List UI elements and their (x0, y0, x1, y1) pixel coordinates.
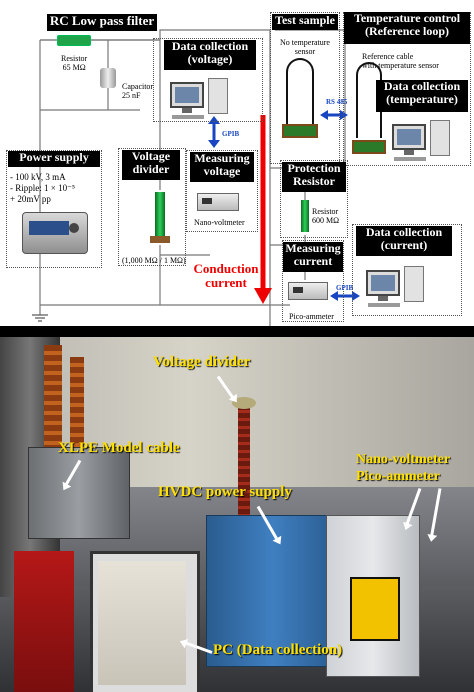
test-cable-icon (286, 58, 314, 134)
pico-ammeter-icon (288, 282, 328, 300)
voltage-divider-base-icon (150, 236, 170, 243)
warning-sign (350, 577, 400, 641)
temperature-control-title: Temperature control (Reference loop) (344, 12, 470, 44)
conduction-current-label: Conduction current (193, 261, 259, 290)
pico-ammeter-label: Pico-ammeter (289, 312, 334, 321)
pc-screen (98, 561, 186, 685)
photo-label-pico: Pico-ammeter (356, 469, 440, 484)
rc-resistor-icon (57, 35, 91, 46)
reference-sample-icon (352, 140, 386, 154)
protection-resistor-box (280, 160, 348, 238)
insulator-pole-1 (44, 345, 62, 455)
power-supply-box (6, 150, 102, 268)
voltage-divider-rod-icon (155, 192, 165, 236)
data-collection-current-box (352, 224, 462, 316)
measuring-current-title: Measuring current (283, 242, 343, 272)
schematic-diagram: RC Low pass filter Resistor 65 MΩ Capaci… (0, 0, 474, 326)
power-supply-specs: - 100 kV, 3 mA - Ripple: 1 × 10⁻⁵ + 20mV… (10, 172, 75, 204)
capacitor-label: Capacitor 25 nF (122, 82, 154, 100)
measuring-voltage-title: Measuring voltage (190, 152, 254, 182)
data-collection-voltage-box (153, 38, 263, 122)
photo-label-xlpe: XLPE Model cable (58, 440, 180, 456)
voltage-divider-title: Voltage divider (122, 150, 180, 180)
voltage-divider-ratio: (1,000 MΩ / 1 MΩ) (122, 256, 186, 265)
rs485-label: RS 485 (326, 98, 348, 106)
gpib-label-1: GPIB (222, 130, 240, 138)
test-sample-title: Test sample (272, 14, 338, 30)
arrow-pico (429, 488, 442, 539)
wiring-lines (32, 29, 360, 326)
voltage-divider-column (238, 405, 250, 515)
protection-resistor-icon (301, 200, 309, 232)
voltage-divider-box (118, 148, 186, 266)
power-supply-title: Power supply (8, 151, 100, 167)
gpib-label-2: GPIB (336, 284, 354, 292)
protection-resistor-value: Resistor 600 MΩ (312, 207, 340, 225)
power-supply-icon (22, 212, 88, 254)
insulator-pole-2 (70, 357, 84, 447)
photo-label-nano: Nano-voltmeter (356, 452, 451, 467)
capacitor-icon (100, 68, 116, 88)
test-sample-note: No temperature sensor (280, 38, 330, 56)
lab-photo: Voltage divider XLPE Model cable HVDC po… (0, 337, 474, 692)
red-device (14, 551, 74, 692)
data-collection-current-title: Data collection (current) (356, 226, 452, 256)
protection-resistor-title: Protection Resistor (282, 162, 346, 192)
photo-label-pc: PC (Data collection) (213, 642, 343, 658)
data-collection-temperature-title: Data collection (temperature) (376, 80, 468, 112)
nano-voltmeter-label: Nano-voltmeter (194, 218, 245, 227)
nano-voltmeter-icon (197, 193, 239, 211)
data-collection-voltage-title: Data collection (voltage) (164, 40, 256, 70)
rc-filter-title: RC Low pass filter (47, 14, 157, 31)
photo-label-voltage-divider: Voltage divider (153, 354, 251, 370)
test-sample-icon (282, 124, 318, 138)
measuring-current-box (282, 240, 344, 322)
rc-resistor-label: Resistor 65 MΩ (61, 54, 88, 72)
photo-label-hvdc: HVDC power supply (158, 484, 292, 500)
measuring-voltage-box (186, 150, 258, 232)
